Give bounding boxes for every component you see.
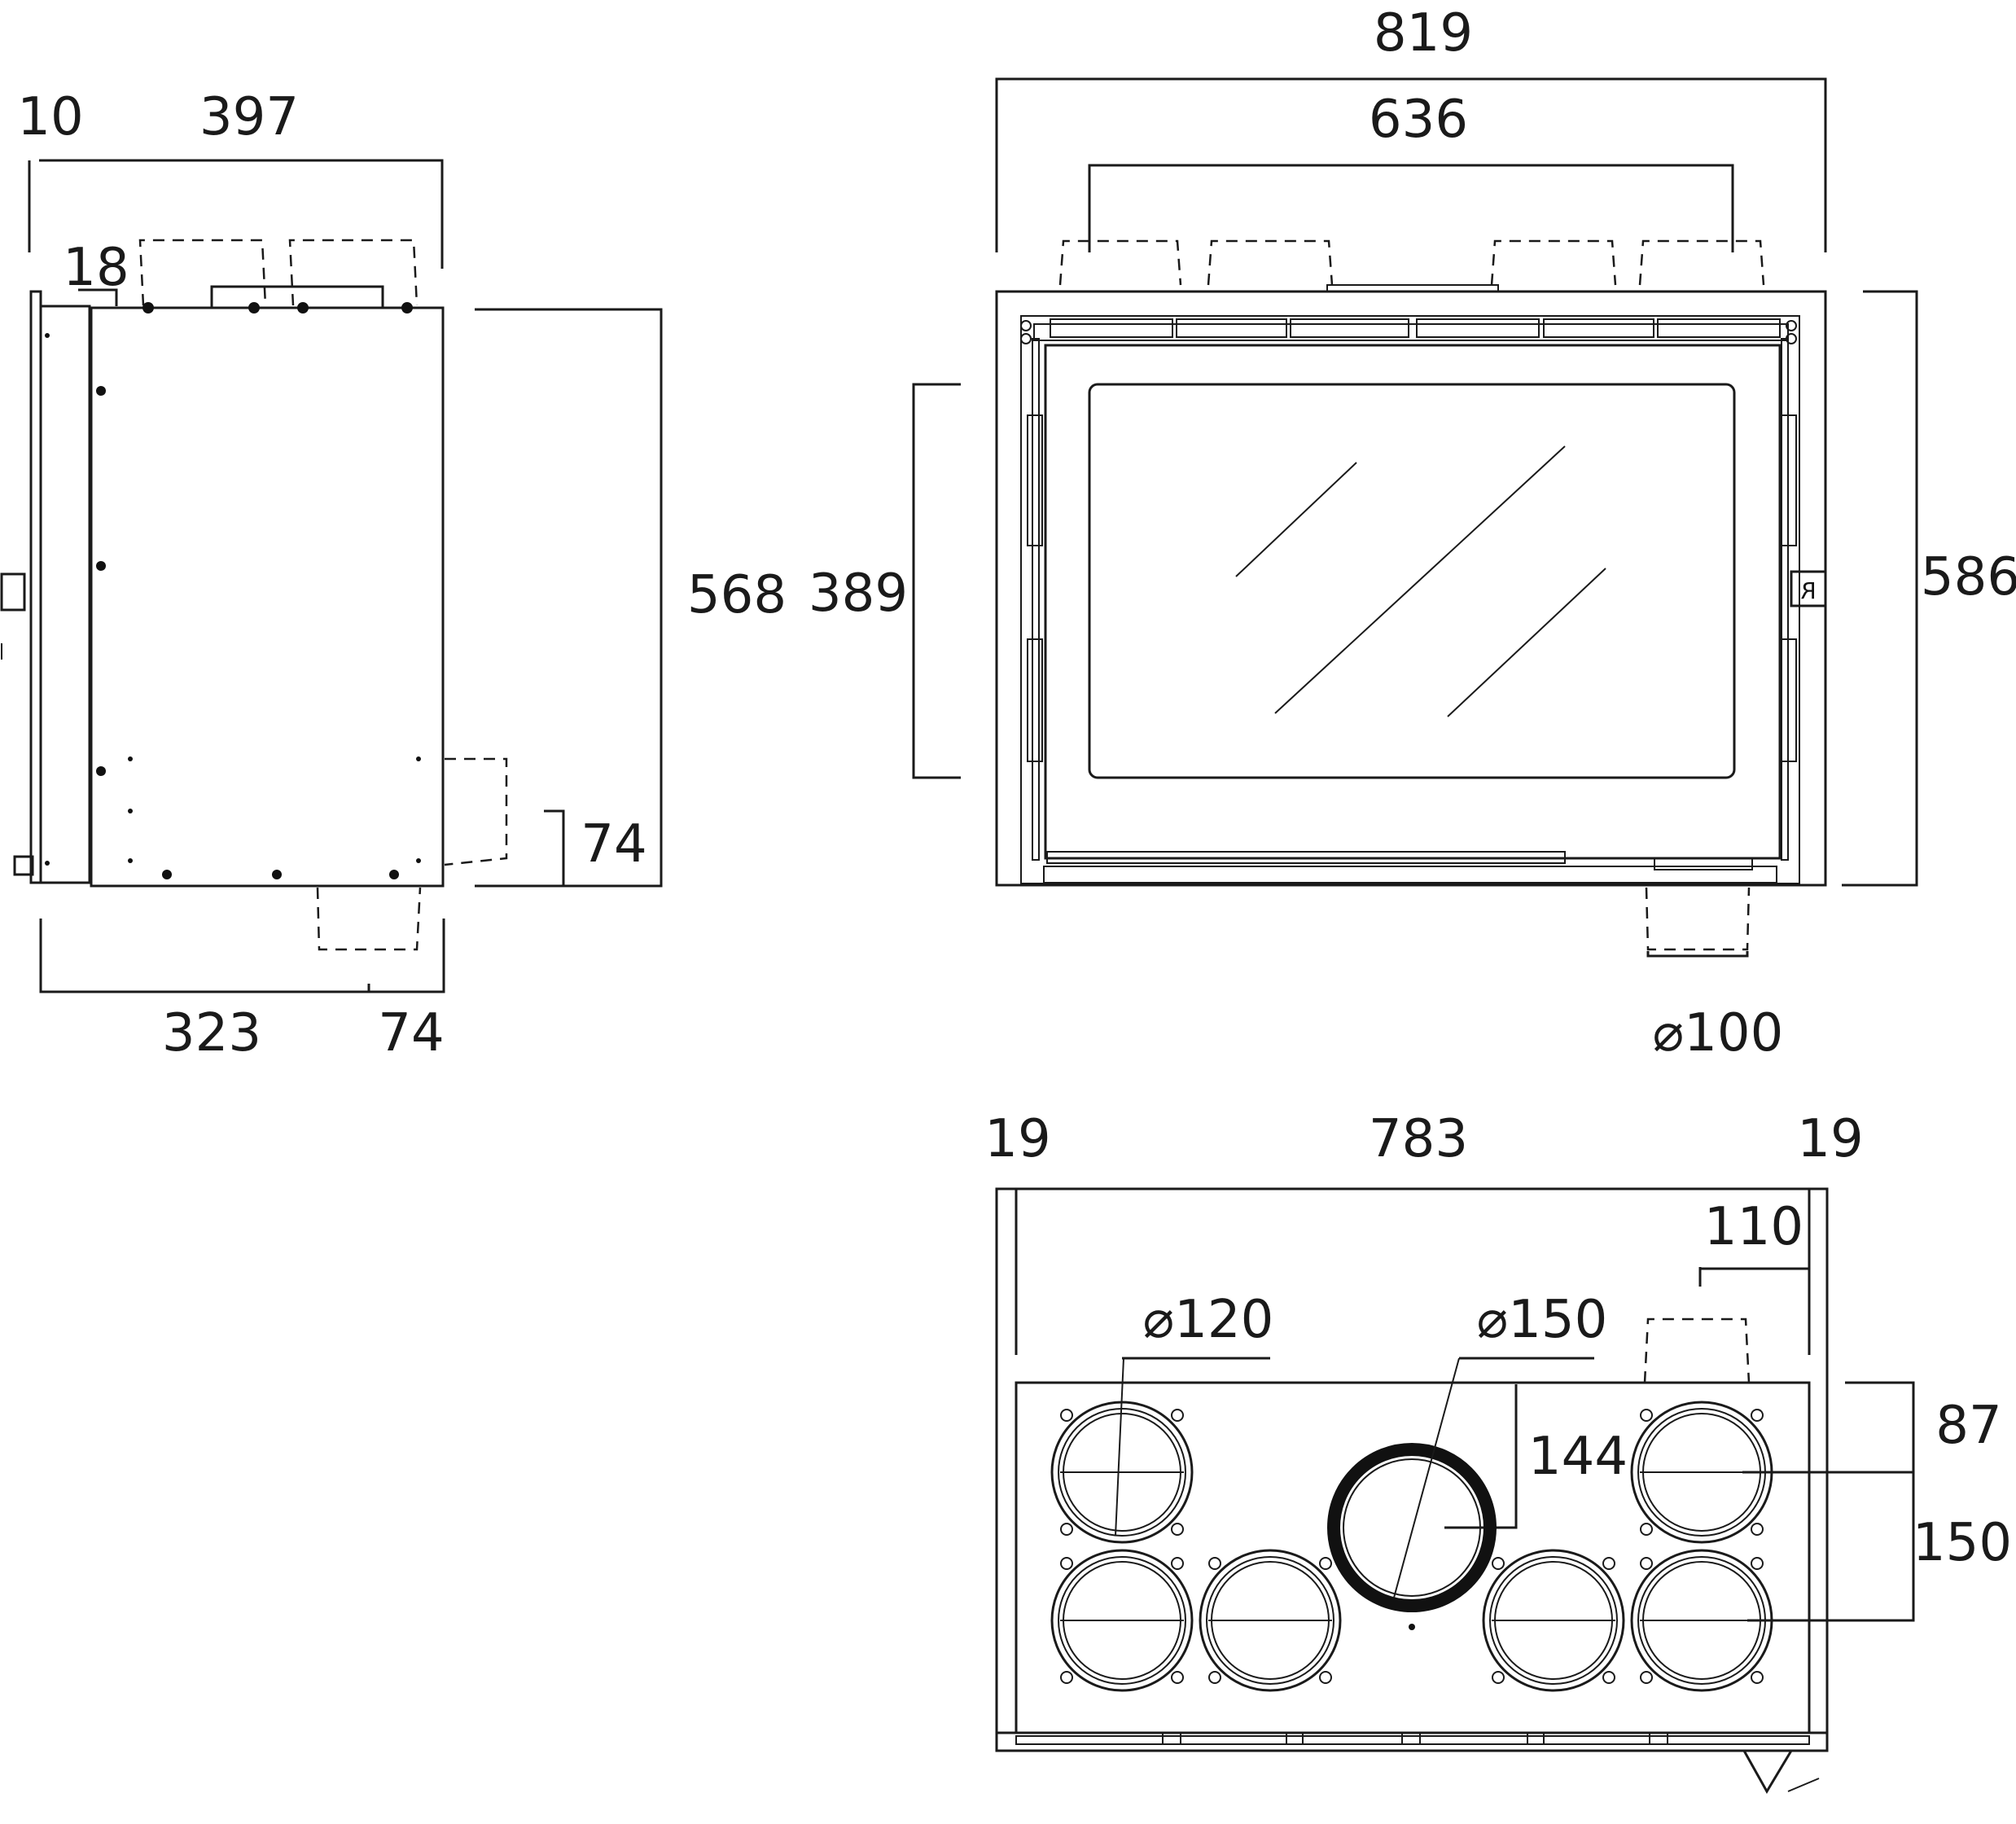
front-dim-bottom-duct: ⌀100 [1653,1003,1784,1063]
side-dim-top-depth: 397 [199,87,299,147]
top-dim-flue: ⌀150 [1477,1290,1608,1350]
duct-bottom-right-2 [1482,1549,1625,1692]
side-dim-height: 568 [687,565,787,625]
side-dim-top-offset: 18 [63,238,129,298]
side-dim-bottom-depth: 323 [162,1003,261,1063]
top-dim-row1: 87 [1935,1396,2001,1456]
svg-text:R: R [1800,577,1816,604]
front-view: R 819 636 389 586 ⌀100 [809,3,2016,1063]
duct-bottom-left-1 [1050,1549,1194,1692]
top-dim-duct-offset: 110 [1704,1197,1803,1257]
side-dim-front-thickness: 10 [17,87,83,147]
front-dim-duct-span: 636 [1369,90,1468,150]
front-dim-overall-width: 819 [1374,3,1473,64]
duct-bottom-right-1 [1630,1549,1773,1692]
top-view: 19 783 19 110 ⌀120 ⌀150 144 87 150 [984,1109,2012,1794]
top-dim-row2: 150 [1913,1513,2012,1573]
flue-center [1327,1443,1497,1630]
top-dim-flue-center: 144 [1528,1427,1628,1487]
duct-bottom-left-2 [1199,1549,1342,1692]
front-dim-glass-height: 389 [809,563,908,624]
top-dim-small-ducts: ⌀120 [1143,1290,1274,1350]
side-dim-duct-offset: 74 [581,814,646,875]
front-dim-overall-height: 586 [1921,547,2016,607]
duct-top-right [1630,1401,1773,1544]
side-dim-bottom-offset: 74 [378,1003,444,1063]
top-dim-left-margin: 19 [984,1109,1050,1169]
top-dim-inner-width: 783 [1369,1109,1468,1169]
duct-top-left [1050,1401,1194,1544]
side-view: 10 397 18 568 74 323 74 [0,87,787,1063]
top-dim-right-margin: 19 [1797,1109,1863,1169]
